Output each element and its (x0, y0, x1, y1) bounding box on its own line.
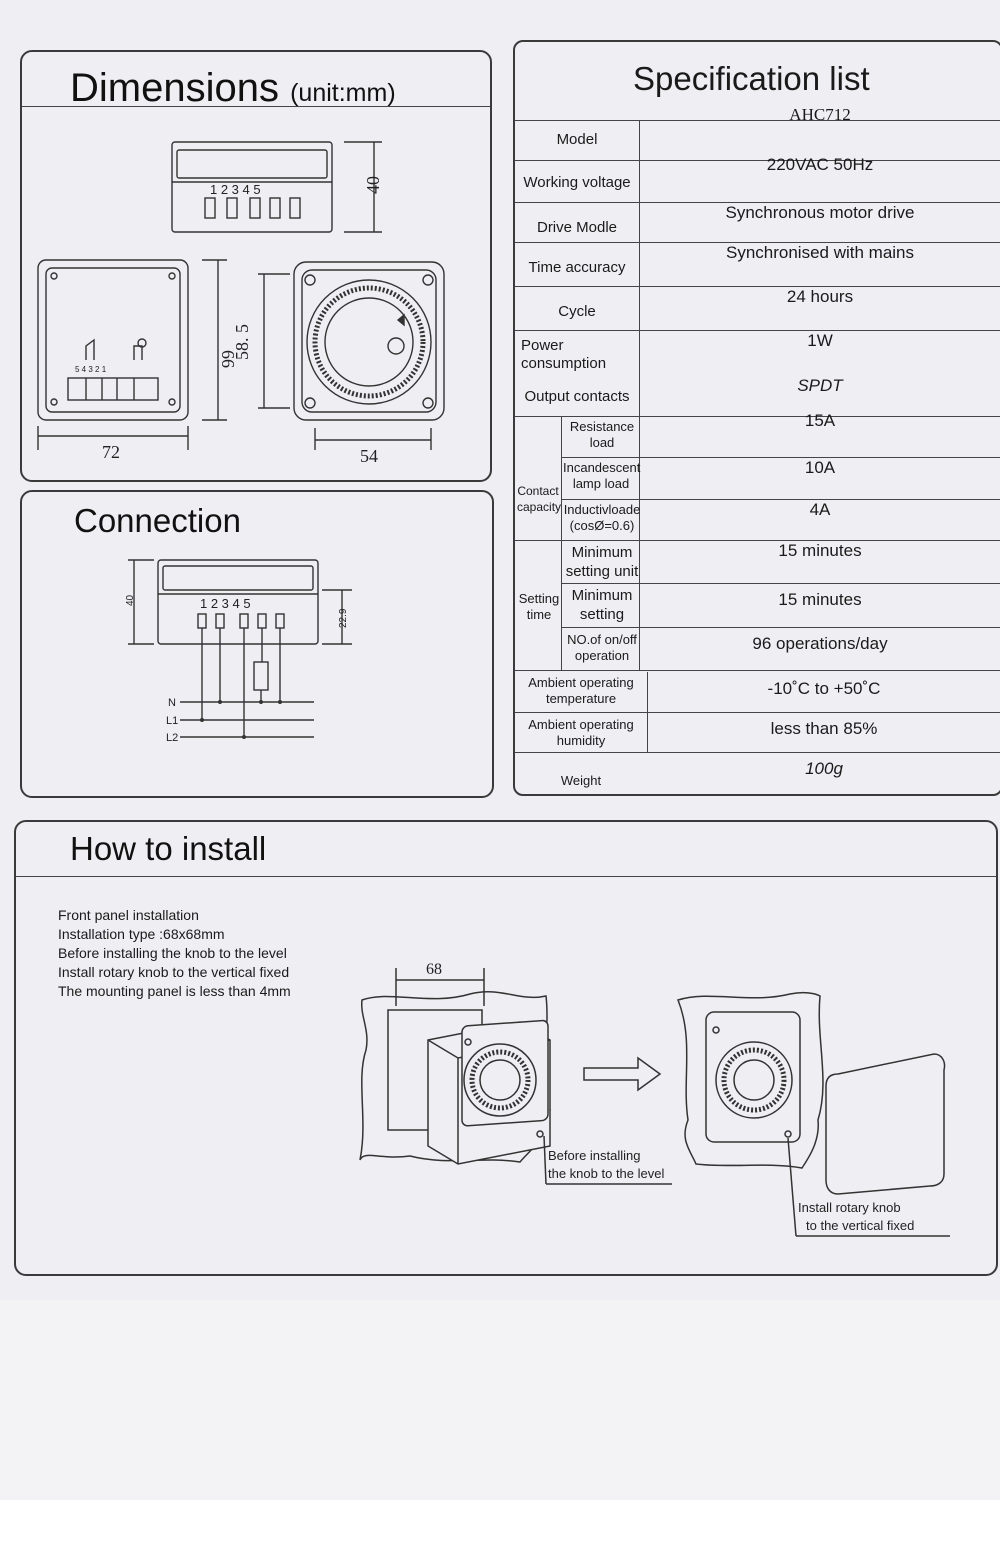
side-view-width: 72 (102, 442, 120, 462)
spec-group-contact-divider (561, 417, 562, 541)
install-note: Front panel installation (58, 907, 199, 923)
spec-row-inductive: Inductivloade (cosØ=0.6) 4A (561, 499, 1000, 533)
install-title: How to install (70, 830, 267, 867)
spec-table: Specification list Model AHC712 Working … (513, 40, 1000, 796)
spec-group-contact-label: Contact capacity (517, 484, 562, 514)
callout-2-line-2: to the vertical fixed (806, 1218, 914, 1233)
spec-label-temperature: Ambient operating temperature (528, 675, 634, 706)
spec-value-cycle: 24 hours (786, 287, 854, 306)
spec-group-setting-divider (561, 541, 562, 671)
spec-value-min-unit: 15 minutes (778, 541, 862, 560)
spec-value-voltage: 220VAC 50Hz (766, 155, 874, 174)
spec-row-voltage: Working voltage 220VAC 50Hz (515, 155, 1000, 203)
line-l2-label: L2 (166, 732, 178, 744)
spec-label-humidity: Ambient operating humidity (528, 717, 634, 748)
front-view-drawing (258, 261, 445, 450)
install-note: Installation type :68x68mm (58, 926, 225, 942)
spec-row-incandescent: Incandescent lamp load 10A (561, 457, 1000, 491)
spec-value-output: SPDT (797, 376, 843, 395)
spec-group-contact: Contact capacity Resistance load 15A Inc… (515, 411, 1000, 541)
install-illustration: 68 Before installing the knob to the lev… (359, 961, 950, 1237)
install-notes: Front panel installation Installation ty… (58, 906, 291, 1001)
top-view-drawing (171, 141, 382, 233)
spec-title: Specification list (633, 60, 870, 97)
connection-title: Connection (74, 502, 241, 539)
spec-value-resistance: 15A (804, 411, 836, 430)
side-view-height: 66 (218, 350, 238, 368)
connection-panel: Connection 1 2 3 4 5 (20, 490, 494, 798)
spec-row-drive: Drive Modle Synchronous motor drive (515, 202, 1000, 243)
spec-label-cycle: Cycle (558, 303, 596, 320)
dimensions-unit: (unit:mm) (290, 79, 396, 107)
spec-group-setting-divider-2 (639, 541, 640, 671)
connection-depth: 22.9 (338, 608, 349, 628)
callout-1-line-1: Before installing (548, 1148, 641, 1163)
connection-diagram: 1 2 3 4 5 40 22.9 N L1 L2 (125, 559, 352, 744)
dimensions-title-rule (22, 106, 490, 107)
spec-group-contact-divider-2 (639, 417, 640, 541)
connection-terminals: 1 2 3 4 5 (200, 596, 251, 611)
spec-label-power: Power consumption (521, 337, 607, 372)
callout-2-line-1: Install rotary knob (798, 1200, 901, 1215)
spec-row-accuracy: Time accuracy Synchronised with mains (515, 242, 1000, 287)
spec-value-model: AHC712 (789, 105, 851, 124)
spec-label-incandescent: Incandescent lamp load (563, 460, 641, 491)
spec-row-humidity: Ambient operating humidity less than 85% (515, 712, 1000, 753)
dimensions-panel: Dimensions (unit:mm) 1 2 3 4 5 40 (20, 50, 492, 482)
spec-label-resistance: Resistance load (569, 419, 635, 450)
line-n-label: N (168, 697, 176, 709)
spec-label-weight: Weight (560, 773, 602, 788)
spec-label-min-setting: Minimum setting (571, 587, 633, 623)
spec-row-power: Power consumption 1W (515, 330, 1000, 377)
callout-1-line-2: the knob to the level (548, 1166, 664, 1181)
spec-row-operations: NO.of on/off operation 96 operations/day (561, 627, 1000, 663)
spec-label-voltage: Working voltage (523, 174, 631, 191)
spec-value-humidity: less than 85% (770, 719, 878, 738)
install-note: The mounting panel is less than 4mm (58, 983, 291, 999)
spec-value-accuracy: Synchronised with mains (725, 243, 915, 262)
install-title-rule (16, 876, 996, 877)
top-view-terminals: 1 2 3 4 5 (210, 182, 261, 197)
spec-label-output: Output contacts (524, 388, 630, 405)
spec-value-drive: Synchronous motor drive (725, 203, 915, 222)
spec-row-cycle: Cycle 24 hours (515, 286, 1000, 331)
spec-value-incandescent: 10A (804, 458, 836, 477)
dimensions-drawing: 1 2 3 4 5 40 5 4 3 2 1 72 66 (37, 141, 445, 466)
spec-group-setting-label: Setting time (518, 591, 560, 622)
spec-value-temperature: -10˚C to +50˚C (767, 679, 881, 698)
spec-label-operations: NO.of on/off operation (567, 632, 637, 663)
side-view-terminals: 5 4 3 2 1 (75, 365, 107, 374)
spec-row-weight: Weight 100g (515, 752, 1000, 793)
spec-label-model: Model (556, 131, 598, 148)
side-view-drawing (37, 259, 227, 450)
top-view-height: 40 (363, 176, 383, 194)
spec-row-min-setting: Minimum setting 15 minutes (561, 583, 1000, 623)
connection-height: 40 (125, 594, 136, 606)
spec-row-model: Model AHC712 (515, 105, 1000, 161)
install-note: Install rotary knob to the vertical fixe… (58, 964, 290, 980)
spec-label-accuracy: Time accuracy (528, 259, 626, 276)
spec-divider-main (639, 120, 640, 416)
install-dimension: 68 (426, 961, 442, 978)
dimensions-title: Dimensions (unit:mm) (70, 66, 396, 111)
spec-group-setting: Setting time Minimum setting unit 15 min… (515, 540, 1000, 671)
spec-row-output: Output contacts SPDT (515, 376, 1000, 416)
install-note: Before installing the knob to the level (58, 945, 287, 961)
spec-value-inductive: 4A (809, 500, 831, 519)
front-view-height: 58. 5 (232, 324, 252, 360)
spec-label-inductive: Inductivloade (cosØ=0.6) (563, 502, 641, 533)
spec-value-min-setting: 15 minutes (778, 590, 862, 609)
sheet-margin (0, 1300, 1000, 1500)
front-view-width: 54 (360, 446, 378, 466)
spec-label-drive: Drive Modle (536, 219, 618, 236)
spec-value-operations: 96 operations/day (752, 634, 888, 653)
dimensions-title-text: Dimensions (70, 66, 279, 110)
spec-value-weight: 100g (805, 759, 843, 778)
spec-row-temperature: Ambient operating temperature -10˚C to +… (515, 670, 1000, 713)
spec-label-min-unit: Minimum setting unit (565, 544, 639, 580)
line-l1-label: L1 (166, 715, 178, 727)
spec-value-power: 1W (807, 331, 833, 350)
